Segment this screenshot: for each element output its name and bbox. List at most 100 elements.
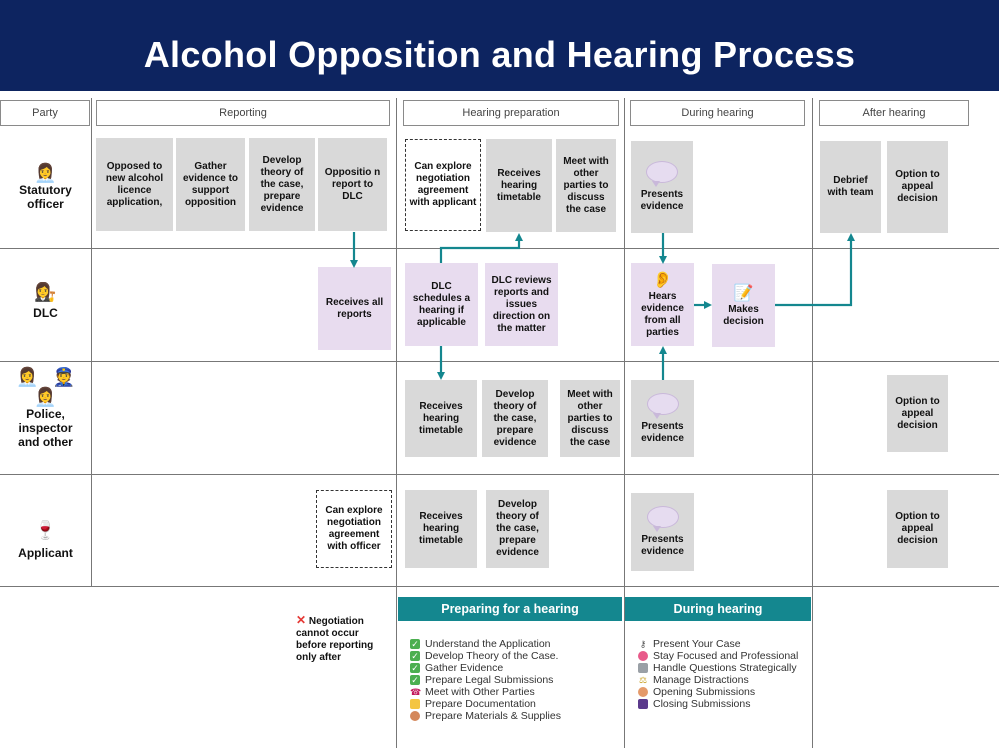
- list-item: Stay Focused and Professional: [638, 650, 812, 662]
- judge-person-icon: 👩‍⚖️: [34, 282, 57, 302]
- supplies-icon: [410, 711, 420, 721]
- item-label: Gather Evidence: [425, 662, 504, 674]
- cross-mark-icon: ✕: [296, 613, 307, 627]
- list-item: Prepare Materials & Supplies: [410, 710, 620, 722]
- item-label: Manage Distractions: [653, 674, 749, 686]
- step-develop-theory: Develop theory of the case, prepare evid…: [486, 490, 549, 568]
- step-gather-evidence: Gather evidence to support opposition: [176, 138, 245, 231]
- scales-icon: ⚖: [638, 675, 648, 685]
- speech-bubble-icon: [646, 506, 679, 532]
- item-label: Prepare Materials & Supplies: [425, 710, 561, 722]
- step-presents-evidence: Presents evidence: [631, 380, 694, 457]
- step-label: Presents evidence: [641, 420, 684, 444]
- item-label: Stay Focused and Professional: [653, 650, 799, 662]
- check-icon: ✓: [410, 663, 420, 673]
- item-label: Opening Submissions: [653, 686, 756, 698]
- ear-icon: 👂: [652, 271, 673, 289]
- step-meet-other-parties: Meet with other parties to discuss the c…: [556, 139, 616, 232]
- key-icon: ⚷: [639, 639, 647, 649]
- party-applicant: 🍷 Applicant: [0, 520, 91, 560]
- col-divider: [812, 98, 813, 748]
- step-negotiation-with-applicant: Can explore negotiation agreement with a…: [405, 139, 481, 231]
- step-presents-evidence: Presents evidence: [631, 493, 694, 571]
- wine-glass-icon: 🍷: [34, 520, 57, 540]
- list-item: ⚷ Present Your Case: [638, 638, 812, 650]
- opening-icon: [638, 687, 648, 697]
- party-police-inspector: 👩‍💼 👮 👩‍💼 Police, inspector and other pa…: [0, 367, 91, 451]
- notepad-icon: [638, 663, 648, 673]
- check-icon: ✓: [410, 639, 420, 649]
- speech-bubble-icon: [646, 392, 679, 419]
- party-label: Police, inspector and other parties: [18, 407, 73, 451]
- step-presents-evidence: Presents evidence: [631, 141, 693, 233]
- list-item: Closing Submissions: [638, 698, 812, 710]
- focus-icon: [638, 651, 648, 661]
- check-icon: ✓: [410, 675, 420, 685]
- item-label: Prepare Documentation: [425, 698, 536, 710]
- step-receives-all-reports: Receives all reports: [318, 267, 391, 350]
- item-label: Meet with Other Parties: [425, 686, 535, 698]
- row-divider: [0, 586, 999, 587]
- step-appeal-option: Option to appeal decision: [887, 141, 948, 233]
- negotiation-note: ✕ Negotiation cannot occur before report…: [296, 614, 386, 664]
- phone-icon: ☎: [410, 687, 422, 697]
- col-divider: [396, 98, 397, 748]
- item-label: Prepare Legal Submissions: [425, 674, 554, 686]
- during-checklist: ⚷ Present Your Case Stay Focused and Prof…: [638, 638, 812, 710]
- list-item: ✓Understand the Application: [410, 638, 620, 650]
- row-divider: [0, 474, 999, 475]
- col-divider: [624, 98, 625, 748]
- police-officer-icon: 👮: [52, 367, 75, 387]
- preparing-checklist: ✓Understand the Application ✓ Develop The…: [410, 638, 620, 722]
- check-icon: ✓: [410, 651, 420, 661]
- item-label: Develop Theory of the Case.: [425, 650, 559, 662]
- party-label: Statutory officer: [19, 183, 72, 211]
- list-item: ✓ Develop Theory of the Case.: [410, 650, 620, 662]
- list-item: Opening Submissions: [638, 686, 812, 698]
- party-label: Applicant: [18, 546, 73, 560]
- preparing-panel-title: Preparing for a hearing: [398, 597, 622, 621]
- arrow-decision-to-debrief: [775, 233, 855, 307]
- column-header-hearing-preparation: Hearing preparation: [403, 100, 619, 126]
- header-bar: [0, 0, 999, 91]
- arrow-schedule-to-timetable: [439, 233, 523, 263]
- step-receives-timetable: Receives hearing timetable: [405, 490, 477, 568]
- step-debrief: Debrief with team: [820, 141, 881, 233]
- step-reviews-reports: DLC reviews reports and issues direction…: [485, 263, 558, 346]
- list-item: ⚖ Manage Distractions: [638, 674, 812, 686]
- step-opposed-application: Opposed to new alcohol licence applicati…: [96, 138, 173, 231]
- party-icons: 👩‍💼 👮: [16, 367, 75, 387]
- column-header-party: Party: [0, 100, 90, 126]
- person-icon: 👩‍💼: [16, 367, 39, 387]
- officer-person-icon: 👩‍💼: [34, 163, 57, 183]
- speech-bubble-icon: [646, 161, 678, 187]
- row-divider: [0, 361, 999, 362]
- step-hears-evidence: 👂Hears evidence from all parties: [631, 263, 694, 346]
- document-pencil-icon: 📝: [733, 284, 754, 302]
- party-label: DLC: [33, 306, 58, 320]
- step-receives-timetable: Receives hearing timetable: [486, 139, 552, 232]
- inspector-person-icon: 👩‍💼: [34, 387, 57, 407]
- column-header-reporting: Reporting: [96, 100, 390, 126]
- step-appeal-option: Option to appeal decision: [887, 490, 948, 568]
- step-schedules-hearing: DLC schedules a hearing if applicable: [405, 263, 478, 346]
- step-appeal-option: Option to appeal decision: [887, 375, 948, 452]
- step-meet-other-parties: Meet with other parties to discuss the c…: [560, 380, 620, 457]
- list-item: ✓ Gather Evidence: [410, 662, 620, 674]
- step-negotiation-with-officer: Can explore negotiation agreement with o…: [316, 490, 392, 568]
- col-divider: [91, 98, 92, 586]
- list-item: ✓ Prepare Legal Submissions: [410, 674, 620, 686]
- party-statutory-officer: 👩‍💼 Statutory officer: [0, 163, 91, 211]
- step-label: Presents evidence: [641, 534, 684, 557]
- list-item: Prepare Documentation: [410, 698, 620, 710]
- party-dlc: 👩‍⚖️ DLC: [0, 282, 91, 320]
- list-item: ☎Meet with Other Parties: [410, 686, 620, 698]
- closing-icon: [638, 699, 648, 709]
- step-makes-decision: 📝Makes decision: [712, 264, 775, 347]
- page-title: Alcohol Opposition and Hearing Process: [143, 34, 856, 75]
- column-header-after-hearing: After hearing: [819, 100, 969, 126]
- note-text: Negotiation cannot occur before reportin…: [296, 616, 374, 663]
- item-label: Present Your Case: [653, 638, 741, 650]
- list-item: Handle Questions Strategically: [638, 662, 812, 674]
